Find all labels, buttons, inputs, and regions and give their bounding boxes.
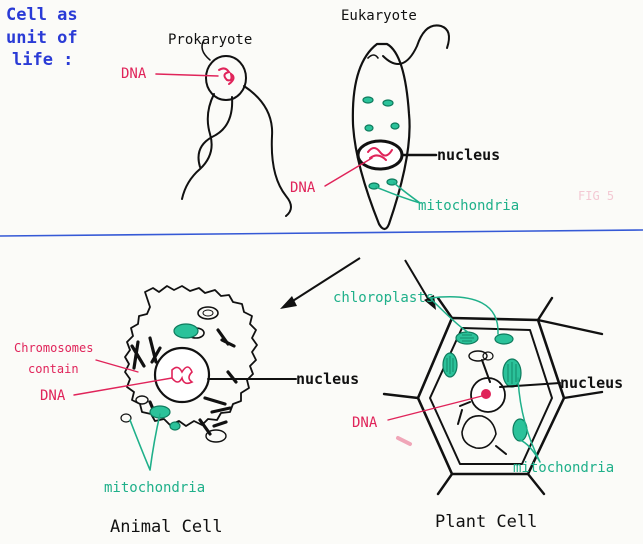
title-line-2: unit of: [6, 28, 78, 48]
plant-dna-label: DNA: [352, 415, 378, 431]
prokaryote-cell: [182, 40, 291, 216]
chloroplasts-label: chloroplasts: [333, 290, 434, 306]
animal-nucleus-label: nucleus: [296, 370, 359, 388]
chromosomes-label-line-1: Chromosomes: [14, 341, 93, 355]
chromosomes-label-line-2: contain: [28, 362, 79, 376]
plant-mitochondria-label: mitochondria: [513, 460, 614, 476]
eukaryote-dna-label: DNA: [290, 180, 316, 196]
prokaryote-label: Prokaryote: [168, 32, 252, 48]
faint-mark: FIG 5: [578, 189, 614, 203]
animal-cell-caption: Animal Cell: [110, 517, 223, 537]
animal-mitochondria-label: mitochondria: [104, 480, 205, 496]
title-line-1: Cell as: [6, 5, 78, 25]
eukaryote-label: Eukaryote: [341, 8, 417, 24]
section-divider: [0, 230, 643, 236]
plant-cell-caption: Plant Cell: [435, 512, 537, 532]
eukaryote-nucleus-label: nucleus: [437, 146, 500, 164]
title-line-3: life :: [12, 50, 73, 70]
eukaryote-mitochondria-label: mitochondria: [418, 198, 519, 214]
animal-dna-label: DNA: [40, 388, 66, 404]
plant-nucleus-label: nucleus: [560, 374, 623, 392]
animal-cell: [121, 286, 257, 442]
prokaryote-dna-label: DNA: [121, 66, 147, 82]
